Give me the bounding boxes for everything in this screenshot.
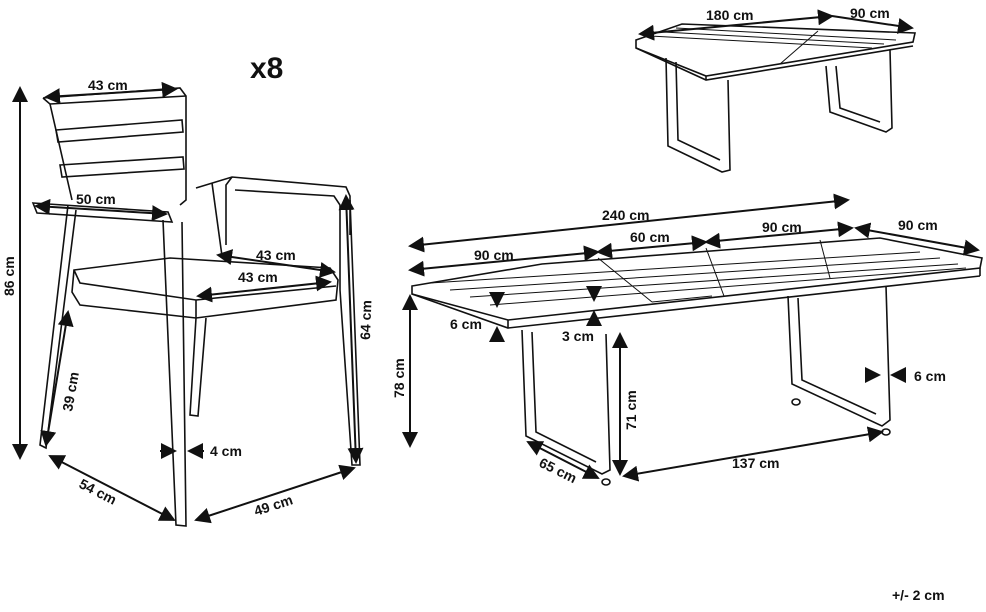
label-extended-length: 240 cm bbox=[602, 207, 649, 223]
dim-chair-width-top bbox=[44, 81, 178, 105]
label-chair-leg-width: 4 cm bbox=[210, 443, 242, 459]
label-leg-width: 6 cm bbox=[914, 368, 946, 384]
label-chair-arm-depth: 50 cm bbox=[76, 191, 116, 207]
tolerance-note: +/- 2 cm bbox=[892, 587, 945, 603]
label-chair-width-top: 43 cm bbox=[88, 77, 128, 93]
label-chair-arm-height: 64 cm bbox=[357, 300, 374, 340]
dim-chair-seat-depth bbox=[196, 275, 332, 303]
label-chair-height: 86 cm bbox=[1, 256, 17, 296]
label-chair-seat-width: 43 cm bbox=[256, 247, 296, 263]
label-chair-seat-height: 39 cm bbox=[59, 371, 82, 413]
dim-section-middle bbox=[596, 235, 708, 259]
dim-chair-seat-height bbox=[40, 310, 74, 447]
chair-illustration bbox=[31, 87, 361, 527]
dim-compact-length bbox=[638, 9, 834, 41]
dim-chair-base-width bbox=[194, 464, 356, 524]
dim-chair-arm-height bbox=[338, 194, 364, 464]
label-leg-span: 137 cm bbox=[732, 455, 779, 471]
label-leg-clearance: 71 cm bbox=[623, 390, 639, 430]
dim-section-left bbox=[408, 245, 600, 277]
dim-chair-seat-width bbox=[216, 249, 336, 278]
label-compact-length: 180 cm bbox=[706, 7, 753, 23]
dim-section-right bbox=[704, 221, 854, 249]
dim-compact-width bbox=[831, 15, 914, 34]
label-extended-width: 90 cm bbox=[898, 217, 938, 233]
dim-leg-span bbox=[622, 426, 884, 482]
table-compact-dimensions bbox=[638, 9, 914, 41]
label-section-middle: 60 cm bbox=[630, 229, 670, 245]
label-section-right: 90 cm bbox=[762, 219, 802, 235]
dim-extended-base-depth bbox=[526, 441, 600, 479]
dim-extended-width bbox=[854, 222, 980, 256]
label-apron: 3 cm bbox=[562, 328, 594, 344]
label-extended-height: 78 cm bbox=[391, 358, 407, 398]
table-extended-illustration bbox=[411, 237, 983, 486]
dim-chair-arm-depth bbox=[34, 198, 168, 222]
label-top-thickness: 6 cm bbox=[450, 316, 482, 332]
dim-extended-length bbox=[408, 193, 850, 253]
table-extended-dimensions bbox=[402, 193, 980, 482]
label-chair-seat-depth: 43 cm bbox=[238, 269, 278, 285]
label-section-left: 90 cm bbox=[474, 247, 514, 263]
dim-chair-base-depth bbox=[48, 455, 176, 521]
table-compact-illustration bbox=[635, 23, 916, 173]
chair-dimensions bbox=[12, 81, 364, 524]
label-compact-width: 90 cm bbox=[850, 5, 890, 21]
quantity-label: x8 bbox=[250, 52, 283, 85]
